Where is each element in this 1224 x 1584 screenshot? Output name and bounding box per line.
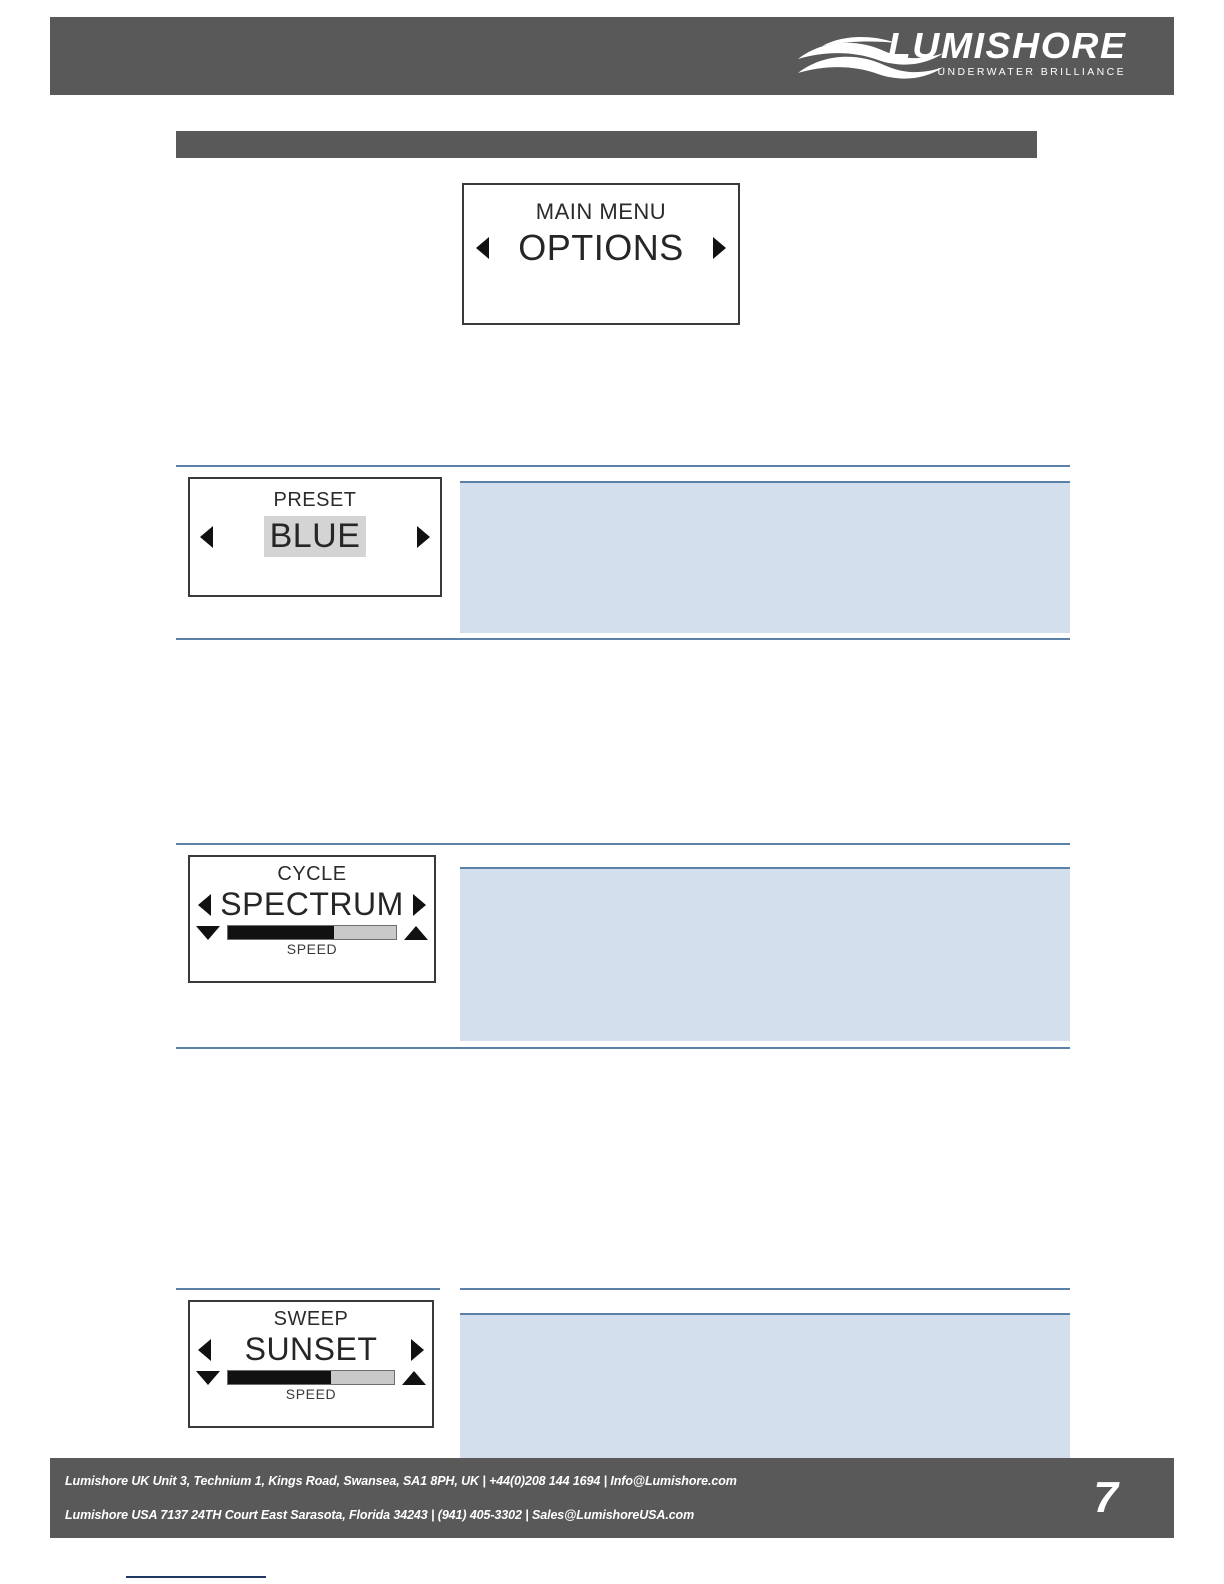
main-menu-value: OPTIONS	[518, 227, 684, 268]
row-top-rule-left	[176, 1288, 440, 1290]
logo-text-block: LUMISHORE UNDERWATER BRILLIANCE	[887, 27, 1127, 79]
row-description-cell	[460, 483, 1070, 633]
table-row: PRESET BLUE	[176, 465, 1070, 650]
row-description-text	[460, 869, 1070, 889]
row-description-cell	[460, 869, 1070, 1041]
row-top-rule	[176, 465, 1070, 467]
table-row: CYCLE SPECTRUM SPEED	[176, 843, 1070, 1058]
row-bottom-rule	[176, 1047, 1070, 1049]
down-arrow-icon[interactable]	[196, 1370, 220, 1385]
sweep-value: SUNSET	[244, 1331, 378, 1367]
up-arrow-icon[interactable]	[402, 1370, 426, 1385]
cycle-title: CYCLE	[277, 863, 347, 885]
up-arrow-icon[interactable]	[404, 925, 428, 940]
row-bottom-rule	[176, 638, 1070, 640]
footer-address-block: Lumishore UK Unit 3, Technium 1, Kings R…	[65, 1458, 965, 1538]
cycle-value-row: SPECTRUM	[190, 886, 434, 923]
page-footer-bar: Lumishore UK Unit 3, Technium 1, Kings R…	[50, 1458, 1174, 1538]
cycle-speed-fill	[228, 926, 334, 939]
footer-address-uk: Lumishore UK Unit 3, Technium 1, Kings R…	[65, 1474, 737, 1488]
left-arrow-icon[interactable]	[198, 1338, 211, 1361]
cell-top-rule	[460, 1313, 1070, 1315]
logo-wordmark: LUMISHORE	[887, 25, 1126, 66]
section-title-bar	[176, 131, 1037, 158]
preset-value: BLUE	[263, 516, 367, 557]
page-header-bar: LUMISHORE UNDERWATER BRILLIANCE	[50, 17, 1174, 95]
left-arrow-icon[interactable]	[476, 237, 489, 259]
down-arrow-icon[interactable]	[196, 925, 220, 940]
sweep-speed-fill	[228, 1371, 331, 1384]
mode-table: PRESET BLUE CYCLE SPECTRUM	[176, 0, 1070, 1482]
sweep-speed-control	[190, 1370, 432, 1385]
preset-title: PRESET	[273, 489, 357, 511]
row-description-cell	[460, 1315, 1070, 1480]
sweep-title: SWEEP	[273, 1308, 349, 1330]
right-arrow-icon[interactable]	[713, 237, 726, 259]
wave-logo-icon	[798, 36, 944, 79]
footer-address-usa: Lumishore USA 7137 24TH Court East Saras…	[65, 1508, 695, 1522]
main-menu-value-row: OPTIONS	[464, 227, 738, 269]
cycle-speed-label: SPEED	[286, 941, 338, 957]
left-arrow-icon[interactable]	[200, 525, 213, 548]
row-description-text	[460, 483, 1070, 503]
page-number: 7	[1093, 1473, 1118, 1522]
sweep-display-panel: SWEEP SUNSET SPEED	[188, 1300, 434, 1428]
sweep-value-row: SUNSET	[190, 1331, 432, 1368]
main-menu-title: MAIN MENU	[535, 199, 667, 224]
bottom-rule	[126, 1576, 266, 1578]
row-description-text	[460, 1315, 1070, 1335]
table-row: SWEEP SUNSET SPEED	[176, 1288, 1070, 1483]
cell-top-rule	[460, 481, 1070, 483]
sweep-speed-label: SPEED	[285, 1386, 337, 1402]
cycle-speed-slider[interactable]	[227, 925, 397, 940]
cycle-value: SPECTRUM	[220, 886, 404, 922]
preset-value-row: BLUE	[190, 516, 440, 557]
right-arrow-icon[interactable]	[413, 893, 426, 916]
main-menu-display-panel: MAIN MENU OPTIONS	[462, 183, 740, 325]
row-top-rule-right	[460, 1288, 1070, 1290]
right-arrow-icon[interactable]	[411, 1338, 424, 1361]
lumishore-logo: LUMISHORE UNDERWATER BRILLIANCE	[796, 25, 1126, 89]
row-top-rule	[176, 843, 1070, 845]
cell-top-rule	[460, 867, 1070, 869]
cycle-speed-control	[190, 925, 434, 940]
preset-display-panel: PRESET BLUE	[188, 477, 442, 597]
left-arrow-icon[interactable]	[198, 893, 211, 916]
logo-tagline: UNDERWATER BRILLIANCE	[937, 66, 1126, 78]
cycle-display-panel: CYCLE SPECTRUM SPEED	[188, 855, 436, 983]
right-arrow-icon[interactable]	[416, 525, 430, 548]
sweep-speed-slider[interactable]	[227, 1370, 395, 1385]
